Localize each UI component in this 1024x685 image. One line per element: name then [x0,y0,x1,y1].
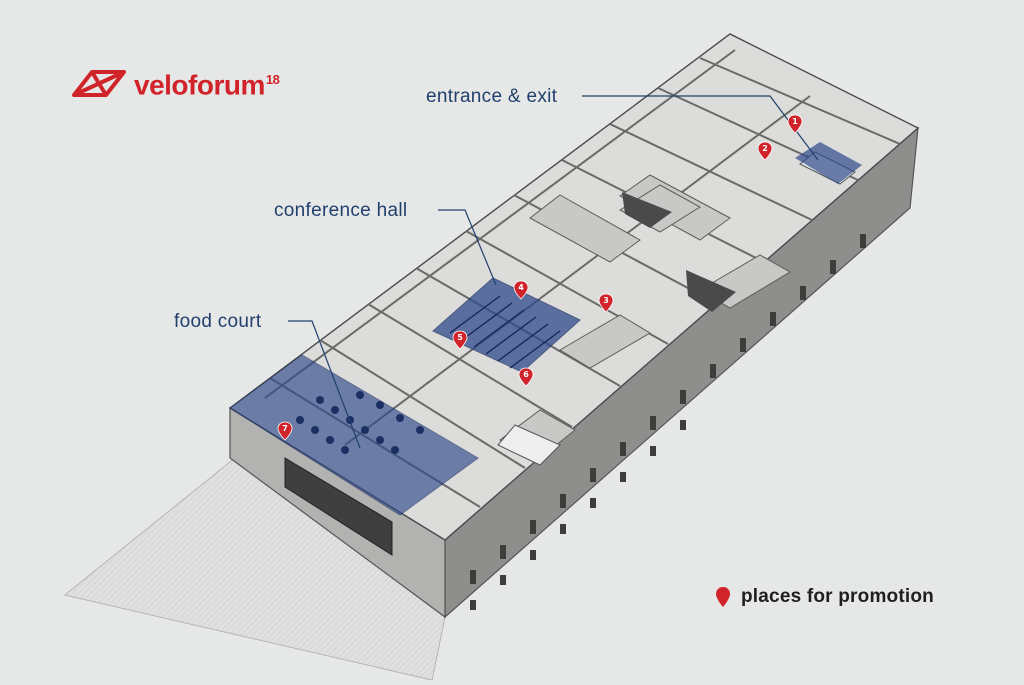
pin-number: 7 [282,424,288,433]
bicycle-frame-logo-icon [72,69,126,97]
map-pin-icon [757,141,773,161]
pin-number: 6 [523,370,529,379]
conference-leader [438,209,497,286]
seating-rows [449,295,561,369]
legend: places for promotion [715,586,934,608]
pin-number: 4 [518,283,524,292]
pin-number: 1 [792,117,798,126]
map-pin-icon [518,367,534,387]
leader-lines [288,95,819,449]
promotion-pin-1: 1 [787,114,803,134]
map-pin-icon [513,280,529,300]
entrance-label: entrance & exit [426,86,558,107]
promotion-pin-6: 6 [518,367,534,387]
dark-rooms [622,192,736,312]
promotion-pins: 1 2 3 4 5 6 7 [277,114,803,441]
pin-number: 5 [457,333,463,342]
promotion-pin-3: 3 [598,293,614,313]
food-court-tables [296,391,424,454]
promotion-pin-7: 7 [277,421,293,441]
food-court-label: food court [174,311,262,332]
promotion-pin-2: 2 [757,141,773,161]
pin-number: 3 [603,296,609,305]
pin-number: 2 [762,144,768,153]
conference-hall-area [432,277,581,373]
map-pin-icon [277,421,293,441]
legend-label: places for promotion [741,586,934,607]
promotion-pin-4: 4 [513,280,529,300]
facade-windows [470,234,866,610]
brand-logo: veloforum18 [72,66,280,101]
map-pin-icon [452,330,468,350]
food-court-area [229,354,479,516]
promotion-pin-5: 5 [452,330,468,350]
food-court-leader [288,320,361,449]
brand-superscript: 18 [265,72,280,87]
entrance-leader [582,95,819,161]
brand-name: veloforum18 [134,69,280,101]
map-pin-icon [716,587,730,607]
map-pin-icon [598,293,614,313]
conference-hall-label: conference hall [274,200,408,221]
map-pin-icon [787,114,803,134]
